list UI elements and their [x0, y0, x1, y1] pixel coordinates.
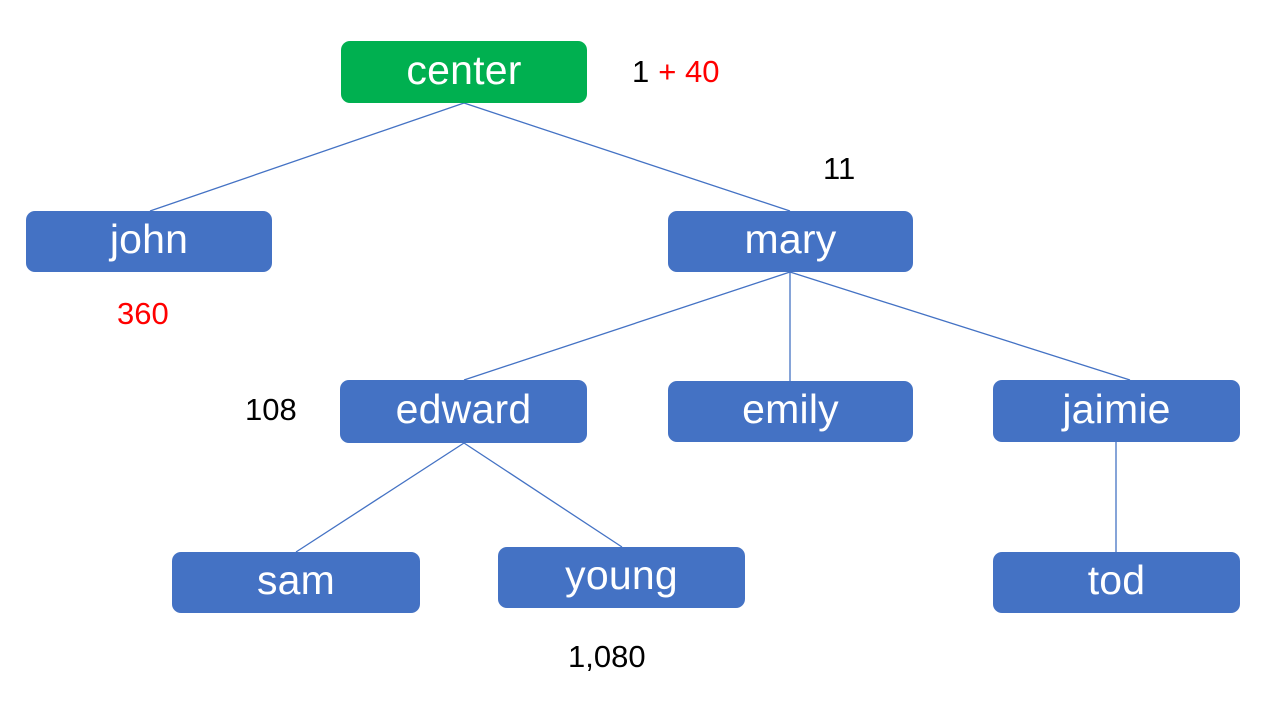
annotation-text: 1,080	[568, 639, 646, 674]
tree-edge-center-mary	[463, 102, 791, 212]
annotation-center-count: 1+ 40	[632, 56, 719, 87]
tree-edge-edward-young	[463, 442, 623, 548]
tree-node-jaimie[interactable]: jaimie	[993, 380, 1240, 442]
annotation-text: 108	[245, 392, 297, 427]
annotation-john-count: 360	[117, 298, 169, 329]
annotation-young-count: 1,080	[568, 641, 646, 672]
annotation-text: 11	[823, 151, 856, 186]
tree-node-label: mary	[744, 216, 837, 262]
annotation-edward-count: 108	[245, 394, 297, 425]
tree-node-label: jaimie	[1062, 385, 1171, 432]
tree-node-mary[interactable]: mary	[668, 211, 913, 272]
tree-node-label: edward	[395, 386, 532, 432]
tree-node-label: emily	[742, 386, 839, 432]
tree-node-center[interactable]: center	[341, 41, 587, 103]
tree-node-sam[interactable]: sam	[172, 552, 420, 613]
tree-node-edward[interactable]: edward	[340, 380, 587, 443]
tree-edge-mary-edward	[463, 271, 791, 381]
annotation-text: 360	[117, 296, 169, 331]
tree-node-tod[interactable]: tod	[993, 552, 1240, 613]
tree-node-label: center	[406, 46, 522, 93]
tree-edge-center-john	[149, 102, 465, 212]
tree-node-label: young	[565, 552, 678, 598]
tree-edge-edward-sam	[295, 442, 465, 553]
tree-node-label: sam	[256, 557, 336, 603]
tree-node-john[interactable]: john	[26, 211, 272, 272]
tree-node-young[interactable]: young	[498, 547, 745, 608]
annotation-text: 1	[632, 54, 650, 89]
annotation-mary-count: 11	[823, 153, 855, 184]
tree-node-emily[interactable]: emily	[668, 381, 913, 442]
tree-node-label: tod	[1087, 557, 1146, 603]
annotation-text: + 40	[658, 54, 720, 89]
tree-edge-mary-jaimie	[789, 271, 1131, 381]
tree-node-label: john	[109, 216, 189, 262]
